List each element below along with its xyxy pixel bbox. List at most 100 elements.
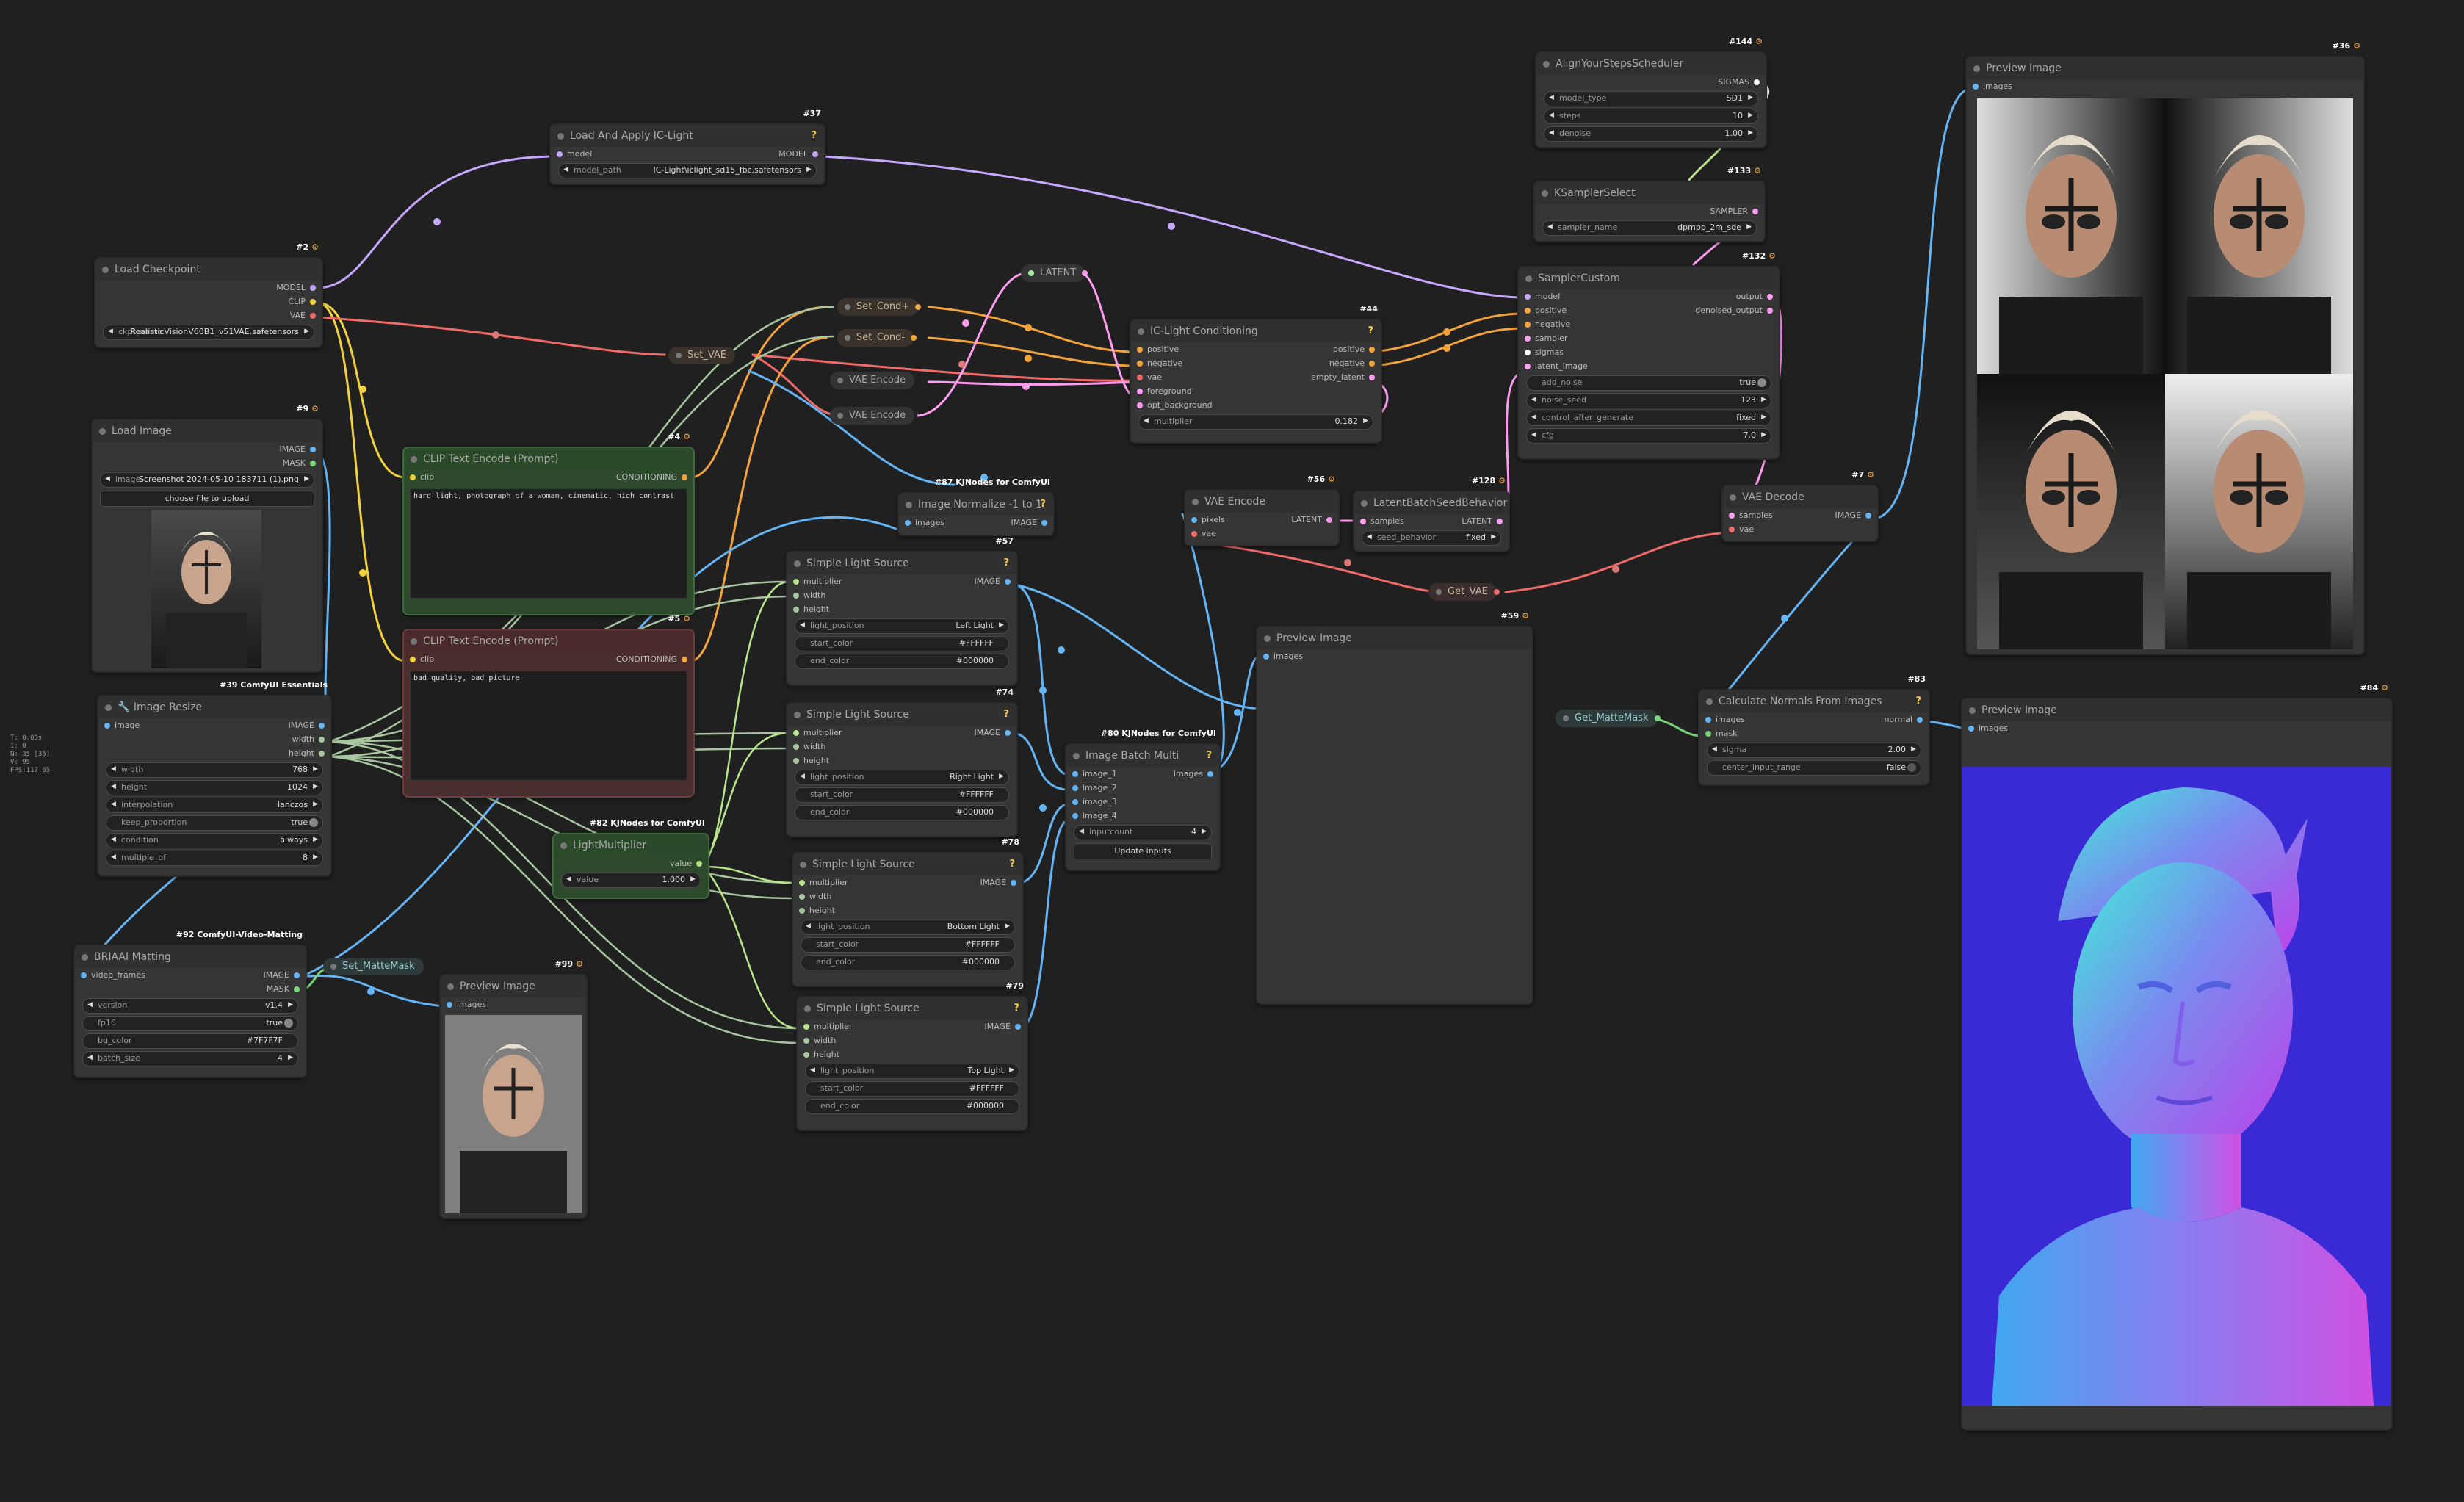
input-image-1[interactable]: image_1 <box>1072 767 1117 781</box>
input-multiplier[interactable]: multiplier <box>793 574 842 588</box>
input-opt-background[interactable]: opt_background <box>1137 398 1213 412</box>
node-title[interactable]: CLIP Text Encode (Prompt) <box>404 630 693 652</box>
input-samples[interactable]: samples <box>1360 514 1404 528</box>
output-denoised[interactable]: denoised_output <box>1695 303 1773 317</box>
input-images[interactable]: images <box>905 516 944 530</box>
node-preview-image-36[interactable]: #36⚙ Preview Image images <box>1965 41 2365 655</box>
input-sigmas[interactable]: sigmas <box>1525 345 1564 359</box>
prompt-textarea[interactable]: hard light, photograph of a woman, cinem… <box>410 488 687 599</box>
node-title[interactable]: Load And Apply IC-Light? <box>551 125 824 147</box>
node-preview-image-84[interactable]: #84⚙ Preview Image images <box>1961 683 2393 1431</box>
output-model[interactable]: MODEL <box>276 281 316 295</box>
reroute-set-cond-pos[interactable]: Set_Cond+ <box>837 298 922 316</box>
input-images[interactable]: images <box>1705 712 1745 726</box>
input-vae[interactable]: vae <box>1729 522 1754 536</box>
input-latent-image[interactable]: latent_image <box>1525 359 1588 373</box>
output-image[interactable]: IMAGE <box>1835 508 1871 522</box>
input-width[interactable]: width <box>793 588 825 602</box>
input-width[interactable]: width <box>793 740 825 754</box>
input-height[interactable]: height <box>793 602 829 616</box>
input-negative[interactable]: negative <box>1137 356 1182 370</box>
node-title[interactable]: Simple Light Source? <box>787 704 1016 726</box>
node-title[interactable]: AlignYourStepsScheduler <box>1536 53 1766 75</box>
start-color-field[interactable]: start_color#FFFFFF <box>805 1081 1019 1097</box>
input-samples[interactable]: samples <box>1729 508 1773 522</box>
input-image-3[interactable]: image_3 <box>1072 795 1117 809</box>
node-title[interactable]: Calculate Normals From Images? <box>1699 690 1929 712</box>
output-normal[interactable]: normal <box>1884 712 1923 726</box>
output-image[interactable]: IMAGE <box>263 968 300 982</box>
node-title[interactable]: LatentBatchSeedBehavior <box>1354 492 1509 514</box>
output-negative[interactable]: negative <box>1329 356 1375 370</box>
output-clip[interactable]: CLIP <box>288 295 316 308</box>
input-multiplier[interactable]: multiplier <box>799 875 848 889</box>
node-title[interactable]: Load Image <box>93 420 322 442</box>
node-title[interactable]: LightMultiplier <box>554 834 708 856</box>
reroute-set-cond-neg[interactable]: Set_Cond- <box>837 329 917 347</box>
output-image[interactable]: IMAGE <box>984 1019 1021 1033</box>
input-height[interactable]: height <box>803 1047 839 1061</box>
node-title[interactable]: VAE Encode <box>1185 491 1338 513</box>
output-image[interactable]: IMAGE <box>288 718 325 732</box>
output-model[interactable]: MODEL <box>778 147 818 161</box>
output-image[interactable]: IMAGE <box>974 574 1011 588</box>
node-title[interactable]: Load Checkpoint <box>95 259 322 281</box>
node-ksampler-select[interactable]: #133⚙ KSamplerSelect SAMPLER ◀sampler_na… <box>1533 166 1766 242</box>
output-vae[interactable]: VAE <box>290 308 316 322</box>
output-image[interactable]: IMAGE <box>974 726 1011 740</box>
input-clip[interactable]: clip <box>410 652 434 666</box>
start-color-field[interactable]: start_color#FFFFFF <box>795 636 1009 651</box>
end-color-field[interactable]: end_color#000000 <box>795 805 1009 820</box>
prompt-textarea[interactable]: bad quality, bad picture <box>410 671 687 781</box>
input-sampler[interactable]: sampler <box>1525 331 1568 345</box>
input-positive[interactable]: positive <box>1525 303 1567 317</box>
input-model[interactable]: model <box>1525 289 1560 303</box>
node-title[interactable]: SamplerCustom <box>1519 267 1779 289</box>
node-title[interactable]: Image Normalize -1 to 1? <box>899 494 1053 516</box>
output-width[interactable]: width <box>292 732 325 746</box>
input-pixels[interactable]: pixels <box>1191 513 1225 527</box>
end-color-field[interactable]: end_color#000000 <box>795 654 1009 669</box>
input-clip[interactable]: clip <box>410 470 434 484</box>
output-image[interactable]: IMAGE <box>279 442 316 456</box>
end-color-field[interactable]: end_color#000000 <box>805 1099 1019 1114</box>
node-title[interactable]: Simple Light Source? <box>798 997 1027 1019</box>
node-calculate-normals[interactable]: #83 Calculate Normals From Images? image… <box>1698 674 1930 786</box>
node-title[interactable]: 🔧 Image Resize <box>98 696 330 718</box>
output-output[interactable]: output <box>1736 289 1773 303</box>
node-align-your-steps-scheduler[interactable]: #144⚙ AlignYourStepsScheduler SIGMAS ◀mo… <box>1535 37 1767 148</box>
input-image-4[interactable]: image_4 <box>1072 809 1117 823</box>
input-image[interactable]: image <box>104 718 140 732</box>
node-image-resize[interactable]: #39 ComfyUI Essentials 🔧 Image Resize im… <box>97 680 332 877</box>
node-title[interactable]: Simple Light Source? <box>787 552 1016 574</box>
node-image-batch-multi[interactable]: #80 KJNodes for ComfyUI Image Batch Mult… <box>1065 729 1221 871</box>
update-inputs-button[interactable]: Update inputs <box>1074 843 1212 859</box>
input-width[interactable]: width <box>803 1033 836 1047</box>
input-negative[interactable]: negative <box>1525 317 1570 331</box>
output-latent[interactable]: LATENT <box>1291 513 1332 527</box>
start-color-field[interactable]: start_color#FFFFFF <box>801 937 1015 953</box>
node-light-multiplier[interactable]: #82 KJNodes for ComfyUI LightMultiplier … <box>552 818 709 899</box>
input-vae[interactable]: vae <box>1137 370 1162 384</box>
